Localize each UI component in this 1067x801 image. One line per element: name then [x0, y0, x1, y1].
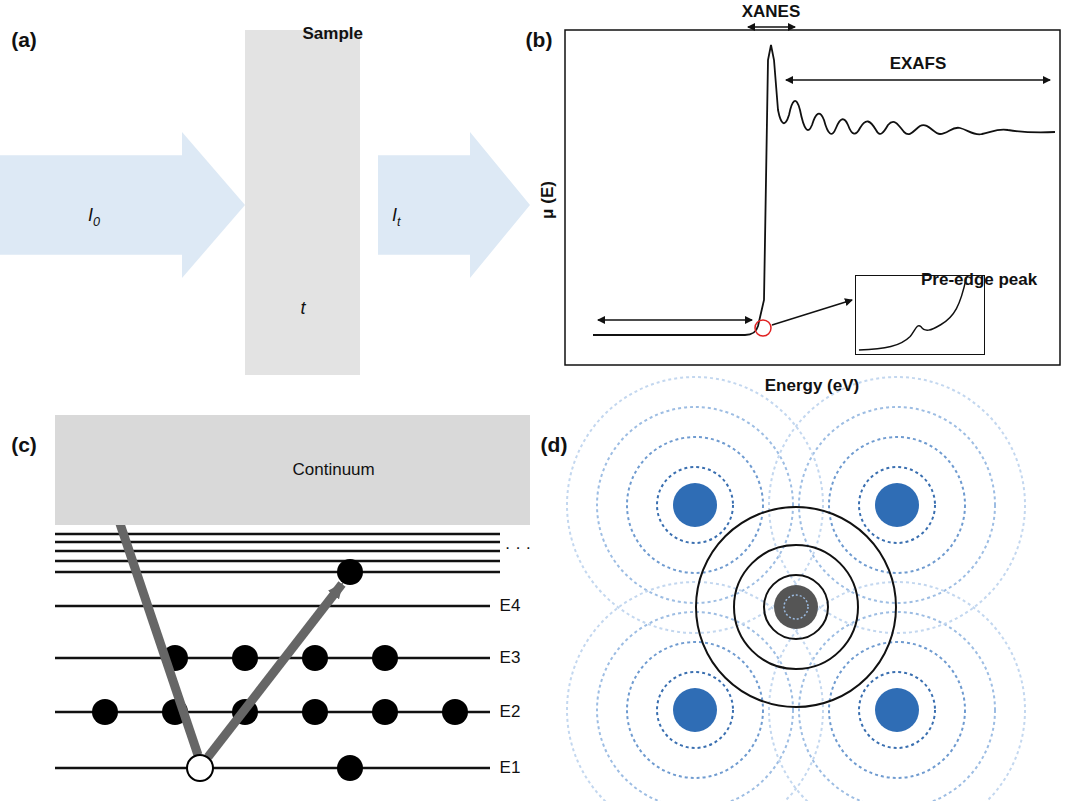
neighbour-atoms [673, 483, 919, 732]
level-label: E3 [498, 648, 523, 668]
beam-arrow: It [378, 132, 530, 278]
absorber-atom [784, 595, 808, 619]
absorber-atom [774, 585, 818, 629]
panel-letter: (d) [541, 433, 568, 457]
range-arrow [786, 79, 1050, 81]
level-label: E1 [498, 758, 523, 778]
sample-slab: Sample [245, 30, 360, 375]
range-arrow [598, 319, 752, 321]
energy-levels [55, 534, 500, 768]
electron [337, 559, 363, 585]
leader-arrow [772, 300, 852, 325]
outgoing-waves [696, 507, 896, 707]
node-label: Continuum [293, 460, 375, 480]
node-label: It [392, 205, 401, 229]
region-label: EXAFS [890, 54, 947, 74]
region-label: XANES [742, 2, 801, 22]
absorption-curve [593, 45, 1055, 335]
scattered-waves [567, 377, 1025, 801]
inset-box: Pre-edge peak [855, 275, 985, 355]
ellipsis-mark: · · · [505, 538, 531, 558]
node-label: I0 [88, 205, 100, 229]
range-arrow [748, 26, 795, 28]
continuum-band: Continuum [55, 415, 530, 525]
beam-arrow: I0 [0, 132, 245, 278]
dimension-label: t [300, 298, 305, 319]
level-label: E4 [498, 596, 523, 616]
axis-label: Energy (eV) [765, 376, 859, 396]
level-label: E2 [498, 702, 523, 722]
pre-edge-marker [755, 320, 771, 336]
panel-heading: Pre-edge peak [921, 270, 1037, 290]
panel-letter: (b) [526, 28, 553, 52]
panel-letter: (c) [11, 433, 37, 457]
panel-letter: (a) [11, 28, 37, 52]
beam-arrow-shape [378, 132, 530, 278]
core-hole [187, 755, 213, 781]
beam-arrow-shape [0, 132, 245, 278]
excitation-arrow [208, 584, 342, 757]
axis-label: μ (E) [538, 181, 558, 219]
excitation-arrow [112, 500, 198, 755]
panel-heading: Sample [303, 24, 363, 44]
plot-frame [565, 30, 1060, 365]
